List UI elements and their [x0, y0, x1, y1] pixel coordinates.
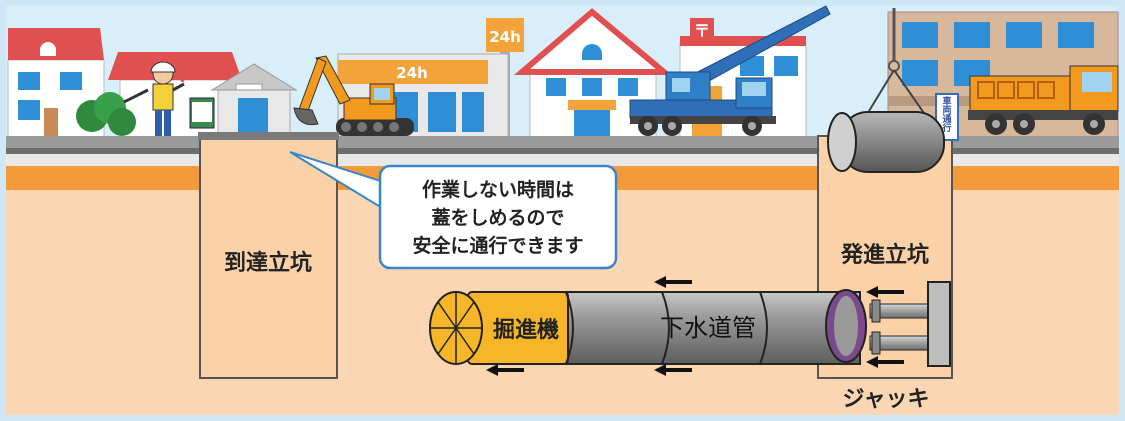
arrival-shaft: [198, 132, 339, 379]
callout-line-1: 作業しない時間は: [422, 178, 574, 201]
direction-arrows: [486, 276, 904, 376]
arrow-pipe-top: [654, 276, 692, 288]
svg-text:〒: 〒: [694, 21, 710, 40]
excavator: [293, 55, 414, 136]
callout-line-2: 蓋をしめるので: [431, 206, 564, 229]
callout-line-3: 安全に通行できます: [412, 234, 583, 257]
svg-text:通: 通: [942, 113, 951, 125]
dump-truck: [968, 65, 1119, 135]
launch-shaft-label: 発進立坑: [840, 242, 929, 268]
arrival-shaft-label: 到達立坑: [224, 250, 312, 276]
boring-machine-label: 掘進機: [493, 318, 559, 343]
launch-seal-inner: [834, 296, 858, 356]
boring-machine: [429, 291, 574, 365]
hydraulic-jacks: [869, 281, 951, 367]
store-24h-pole-sign: 24h: [489, 28, 521, 46]
crane-truck: [629, 5, 831, 136]
svg-text:行: 行: [941, 122, 951, 134]
svg-text:両: 両: [942, 105, 951, 116]
flagman-worker: [123, 61, 215, 136]
callout-bubble: 作業しない時間は 蓋をしめるので 安全に通行できます: [289, 151, 618, 270]
road-base: [6, 148, 1119, 154]
arrow-machine-bottom: [486, 364, 524, 376]
jack-label: ジャッキ: [843, 387, 930, 412]
hanging-pipe: [827, 8, 945, 173]
arrow-pipe-bottom: [654, 364, 692, 376]
sewer-pipe-label: 下水道管: [660, 314, 756, 342]
store-24h-front-sign: 24h: [396, 64, 428, 82]
tree: [76, 92, 136, 136]
arrow-jack-bottom: [866, 356, 904, 368]
svg-text:車: 車: [942, 95, 951, 107]
arrow-jack-top: [866, 286, 904, 298]
